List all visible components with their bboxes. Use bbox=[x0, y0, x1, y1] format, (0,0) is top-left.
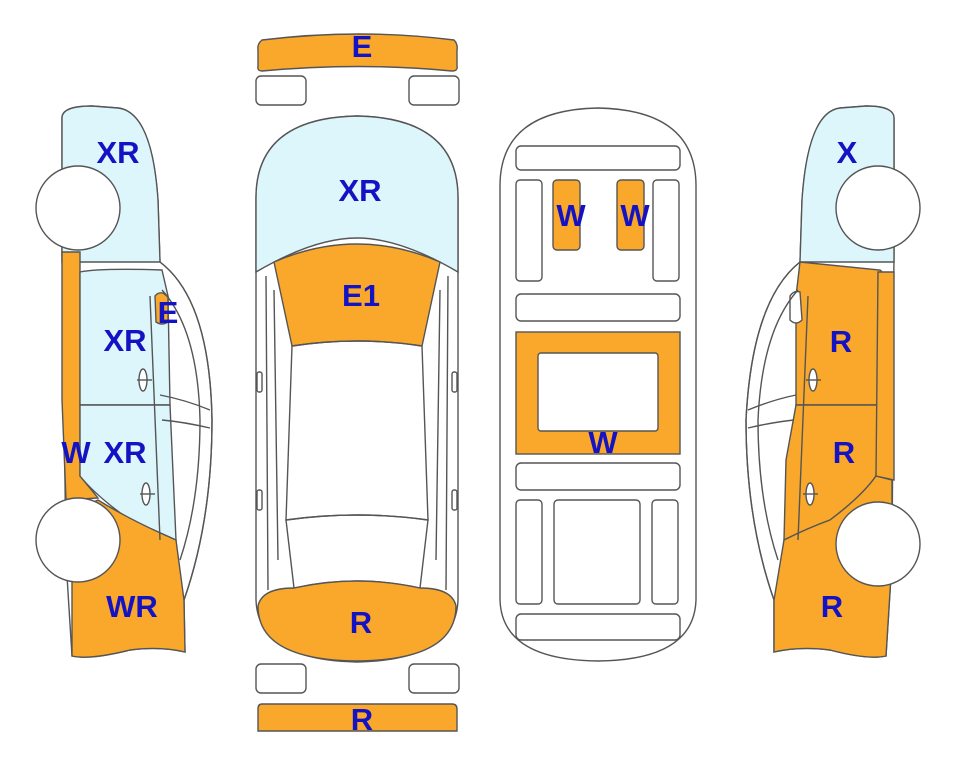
right-front-door-code: R bbox=[830, 324, 852, 359]
left-side-trim bbox=[265, 275, 269, 591]
dashboard-panel bbox=[515, 145, 681, 171]
right-front-wheel[interactable] bbox=[835, 165, 921, 251]
right-door-seam-2 bbox=[747, 419, 795, 429]
trunk-lid-code: R bbox=[350, 605, 372, 640]
windshield-code: E1 bbox=[342, 278, 380, 313]
left-front-door-panel[interactable] bbox=[79, 268, 171, 406]
rear-bumper-panel[interactable] bbox=[257, 703, 458, 732]
front-bumper-panel[interactable] bbox=[257, 33, 458, 72]
right-front-handle bbox=[451, 371, 458, 393]
sunroof[interactable] bbox=[537, 352, 659, 432]
right-window-line bbox=[745, 261, 801, 601]
right-pillar-strip bbox=[875, 271, 895, 481]
left-front-door-trim bbox=[515, 179, 543, 282]
left-rear-door-code: XR bbox=[103, 435, 146, 470]
left-window-line bbox=[159, 261, 213, 601]
right-door-seam bbox=[747, 394, 797, 411]
right-side-trim bbox=[445, 275, 449, 591]
left-front-fender-code: XR bbox=[96, 135, 139, 170]
front-right-headlight[interactable] bbox=[408, 75, 460, 106]
left-front-wheel[interactable] bbox=[35, 165, 121, 251]
trunk-lid-panel[interactable] bbox=[257, 580, 457, 662]
left-door-seam-2 bbox=[161, 419, 211, 429]
driver-seat[interactable] bbox=[552, 179, 581, 251]
right-window-inner bbox=[757, 289, 799, 561]
passenger-seat-code: W bbox=[620, 198, 650, 233]
damage-code-labels: E XR E1 R R W W W XR E XR W XR WR X R R … bbox=[61, 29, 857, 737]
hood-code: XR bbox=[338, 173, 381, 208]
front-bumper-code: E bbox=[352, 29, 373, 64]
right-front-handle-icon bbox=[806, 368, 821, 392]
passenger-seat[interactable] bbox=[616, 179, 645, 251]
left-rear-quarter-code: WR bbox=[106, 589, 158, 624]
front-bumper-view bbox=[255, 33, 460, 106]
left-front-handle-icon bbox=[137, 368, 152, 392]
front-left-headlight[interactable] bbox=[255, 75, 307, 106]
right-side-mirror[interactable] bbox=[789, 290, 803, 324]
left-rear-handle bbox=[256, 489, 263, 511]
rear-shelf bbox=[515, 462, 681, 491]
left-door-seam bbox=[159, 394, 211, 411]
interior-view bbox=[499, 107, 697, 662]
right-front-fender-code: X bbox=[837, 135, 858, 170]
rear-bumper-code: R bbox=[351, 702, 373, 737]
right-front-door-trim bbox=[652, 179, 680, 282]
headliner-code: W bbox=[588, 425, 618, 460]
top-view bbox=[255, 115, 459, 663]
right-rear-handle-icon bbox=[803, 482, 818, 506]
left-rear-wheel[interactable] bbox=[35, 497, 121, 583]
left-front-door-code: XR bbox=[103, 323, 146, 358]
right-side-trim-inner bbox=[435, 289, 441, 561]
right-side-view bbox=[745, 105, 921, 658]
right-rear-door-trim bbox=[651, 499, 679, 605]
right-rear-handle bbox=[451, 489, 458, 511]
left-side-trim-inner bbox=[273, 289, 279, 561]
hood-panel[interactable] bbox=[255, 115, 459, 274]
center-console bbox=[515, 293, 681, 322]
left-side-mirror[interactable] bbox=[154, 292, 169, 325]
left-rear-door-trim bbox=[515, 499, 543, 605]
rear-right-taillight[interactable] bbox=[408, 663, 460, 694]
left-pillar-code: W bbox=[61, 435, 91, 470]
trunk-floor bbox=[515, 613, 681, 641]
driver-seat-code: W bbox=[556, 198, 586, 233]
left-door-line bbox=[149, 295, 161, 541]
left-front-handle bbox=[256, 371, 263, 393]
rear-bumper-view bbox=[255, 663, 460, 732]
right-rear-quarter-code: R bbox=[821, 589, 843, 624]
left-side-view bbox=[35, 105, 213, 658]
left-rear-handle-icon bbox=[140, 482, 155, 506]
right-rear-door-code: R bbox=[833, 435, 855, 470]
left-window-inner bbox=[161, 289, 201, 561]
left-mirror-code: E bbox=[158, 295, 179, 330]
rear-seat[interactable] bbox=[553, 499, 641, 605]
right-door-line bbox=[797, 295, 809, 541]
rear-left-taillight[interactable] bbox=[255, 663, 307, 694]
right-rear-wheel[interactable] bbox=[835, 501, 921, 587]
